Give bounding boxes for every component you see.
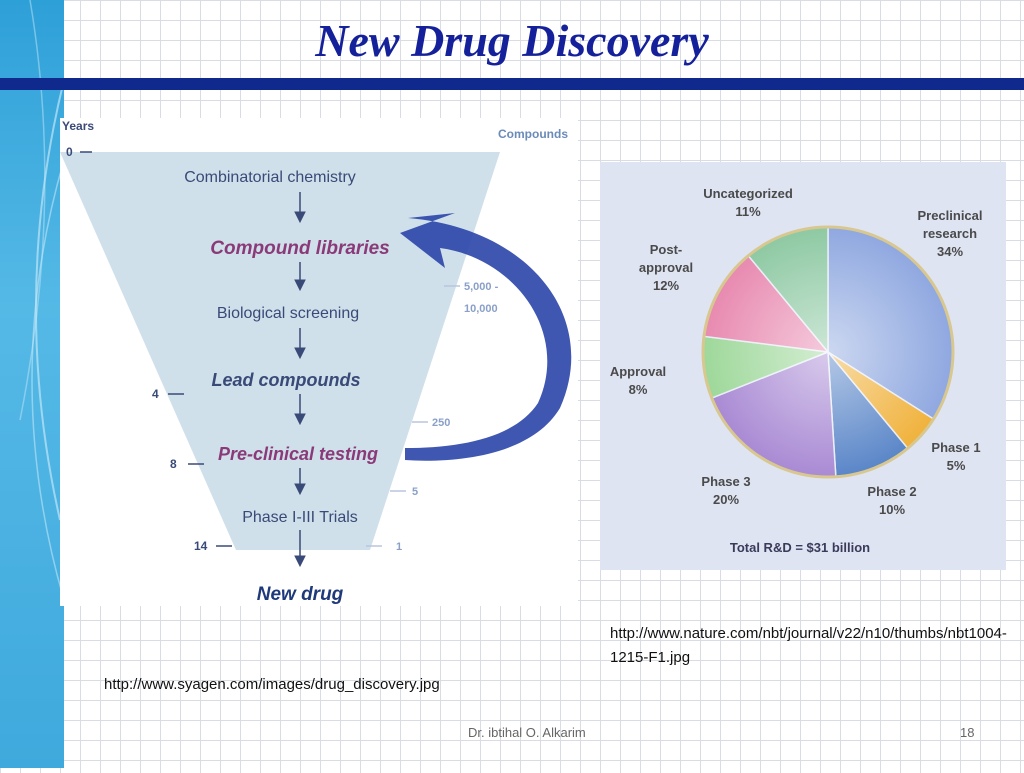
funnel-shape: [60, 152, 500, 550]
source-url-nature: http://www.nature.com/nbt/journal/v22/n1…: [610, 625, 1007, 666]
step-lead-compounds: Lead compounds: [211, 370, 360, 390]
pie-label-uncategorized: Uncategorized: [703, 186, 793, 201]
pie-highlight: [703, 227, 953, 477]
step-new-drug: New drug: [257, 584, 344, 605]
compound-tick-250: 250: [432, 417, 450, 429]
pie-label-approval: Approval: [610, 364, 666, 379]
compound-tick-10000: 10,000: [464, 303, 498, 315]
year-tick-8: 8: [170, 457, 177, 471]
funnel-down-arrows: [294, 192, 306, 568]
pie-pct-phase2: 10%: [879, 502, 905, 517]
pie-label-preclinical: Preclinical: [917, 208, 982, 223]
pie-label-phase2: Phase 2: [867, 484, 916, 499]
rd-spending-pie-image: Uncategorized 11% Preclinical research 3…: [600, 162, 1006, 570]
step-combinatorial-chemistry: Combinatorial chemistry: [184, 169, 356, 186]
side-decor-curves: [19, 0, 65, 601]
year-tick-0: 0: [66, 145, 73, 159]
pie-label-post-approval: Post-: [650, 242, 683, 257]
source-url-syagen: http://www.syagen.com/images/drug_discov…: [104, 676, 440, 693]
pie-label-phase1: Phase 1: [931, 440, 980, 455]
step-phase-trials: Phase I-III Trials: [242, 509, 358, 526]
pie-pct-uncategorized: 11%: [735, 204, 761, 219]
compound-tick-5000: 5,000 -: [464, 281, 499, 293]
pie-rim: [701, 225, 955, 479]
pie-pct-phase1: 5%: [947, 458, 966, 473]
year-tick-4: 4: [152, 387, 159, 401]
year-tick-14: 14: [194, 539, 208, 553]
pie-pct-post-approval: 12%: [653, 278, 679, 293]
step-pre-clinical-testing: Pre-clinical testing: [218, 444, 378, 464]
step-compound-libraries: Compound libraries: [210, 238, 389, 259]
funnel-diagram: Years Compounds 0 4 8 14 5,000 - 10,000 …: [60, 119, 572, 605]
step-biological-screening: Biological screening: [217, 305, 359, 322]
page-number: 18: [960, 725, 975, 740]
pie-label-phase3: Phase 3: [701, 474, 750, 489]
pie-pct-approval: 8%: [629, 382, 648, 397]
pie-chart: Uncategorized 11% Preclinical research 3…: [610, 186, 983, 555]
slide-title: New Drug Discovery: [315, 15, 709, 66]
compound-tick-5: 5: [412, 486, 418, 498]
pie-pct-phase3: 20%: [713, 492, 739, 507]
side-decor-strip: [0, 0, 65, 768]
pie-label-preclinical-2: research: [923, 226, 977, 241]
compound-tick-1: 1: [396, 541, 402, 553]
compounds-label: Compounds: [498, 127, 568, 141]
pie-label-post-approval-2: approval: [639, 260, 693, 275]
title-underline-bar: [0, 78, 1024, 90]
recycle-arrow: [400, 213, 572, 461]
footer-author: Dr. ibtihal O. Alkarim: [468, 725, 586, 740]
drug-discovery-funnel-image: Years Compounds 0 4 8 14 5,000 - 10,000 …: [60, 118, 578, 606]
pie-total-label: Total R&D = $31 billion: [730, 540, 870, 555]
pie-pct-preclinical: 34%: [937, 244, 963, 259]
years-label: Years: [62, 119, 94, 133]
